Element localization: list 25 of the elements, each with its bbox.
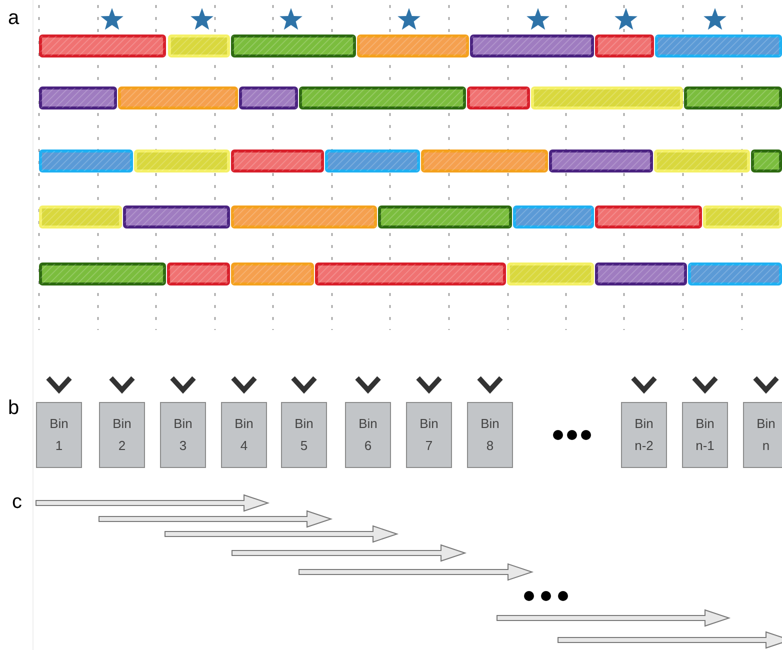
panel-label: b	[8, 398, 20, 418]
bin-box: Bin 6	[345, 402, 391, 468]
bin-box: Bin 5	[281, 402, 327, 468]
chevron-arrow	[753, 376, 779, 394]
chevron-arrow	[355, 376, 381, 394]
chevron-arrow	[109, 376, 135, 394]
chevron-arrow	[631, 376, 657, 394]
bin-box: Bin 1	[36, 402, 82, 468]
bin-box: Bin n-2	[621, 402, 667, 468]
panel-label: a	[8, 8, 20, 28]
chevron-arrow	[291, 376, 317, 394]
bin-box: Bin 3	[160, 402, 206, 468]
panel-label: c	[12, 492, 22, 512]
bin-box: Bin 7	[406, 402, 452, 468]
chevron-arrow	[46, 376, 72, 394]
chevron-arrow	[692, 376, 718, 394]
bin-box: Bin n	[743, 402, 782, 468]
chevron-arrow	[477, 376, 503, 394]
chevron-arrow	[170, 376, 196, 394]
chevron-arrow	[416, 376, 442, 394]
bin-box: Bin n-1	[682, 402, 728, 468]
bin-box: Bin 4	[221, 402, 267, 468]
chevron-arrow	[231, 376, 257, 394]
bin-box: Bin 8	[467, 402, 513, 468]
bin-box: Bin 2	[99, 402, 145, 468]
